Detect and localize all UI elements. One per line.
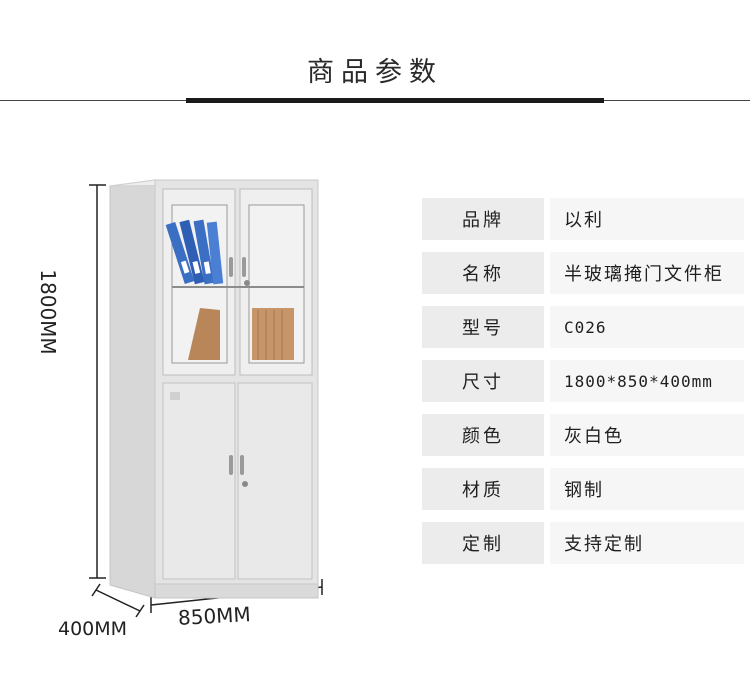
spec-label: 材质 <box>422 468 544 510</box>
spec-value: 半玻璃掩门文件柜 <box>550 252 744 294</box>
spec-row-size: 尺寸 1800*850*400mm <box>422 360 744 402</box>
lower-lock-icon <box>242 481 248 487</box>
spec-value: 1800*850*400mm <box>550 360 744 402</box>
lower-door-left <box>162 382 236 580</box>
spec-label: 尺寸 <box>422 360 544 402</box>
spec-row-color: 颜色 灰白色 <box>422 414 744 456</box>
lower-door-right <box>237 382 313 580</box>
height-dimension-line <box>89 184 106 579</box>
spec-row-custom: 定制 支持定制 <box>422 522 744 564</box>
header-accent-bar <box>186 98 604 103</box>
binders-icon <box>165 219 224 285</box>
spec-value: 灰白色 <box>550 414 744 456</box>
page-title: 商品参数 <box>307 57 443 88</box>
spec-row-brand: 品牌 以利 <box>422 198 744 240</box>
spec-value: 以利 <box>550 198 744 240</box>
spec-label: 颜色 <box>422 414 544 456</box>
depth-dimension-line <box>91 583 145 618</box>
spec-label: 品牌 <box>422 198 544 240</box>
spec-value: 支持定制 <box>550 522 744 564</box>
upper-right-handle <box>242 257 246 277</box>
spec-value: C026 <box>550 306 744 348</box>
spec-label: 型号 <box>422 306 544 348</box>
spec-row-name: 名称 半玻璃掩门文件柜 <box>422 252 744 294</box>
lower-left-handle <box>229 455 233 475</box>
depth-dimension-label: 400MM <box>58 618 128 640</box>
cabinet-side-panel <box>109 179 156 599</box>
height-dimension-label: 1800MM <box>36 269 60 355</box>
upper-left-handle <box>229 257 233 277</box>
upper-lock-icon <box>244 280 250 286</box>
lower-right-handle <box>240 455 244 475</box>
storage-boxes-icon <box>188 308 294 360</box>
cabinet-base <box>154 583 319 599</box>
width-dimension-label: 850MM <box>177 602 252 630</box>
spec-row-model: 型号 C026 <box>422 306 744 348</box>
vent-icon <box>170 392 180 400</box>
spec-row-material: 材质 钢制 <box>422 468 744 510</box>
spec-label: 名称 <box>422 252 544 294</box>
spec-value: 钢制 <box>550 468 744 510</box>
spec-label: 定制 <box>422 522 544 564</box>
